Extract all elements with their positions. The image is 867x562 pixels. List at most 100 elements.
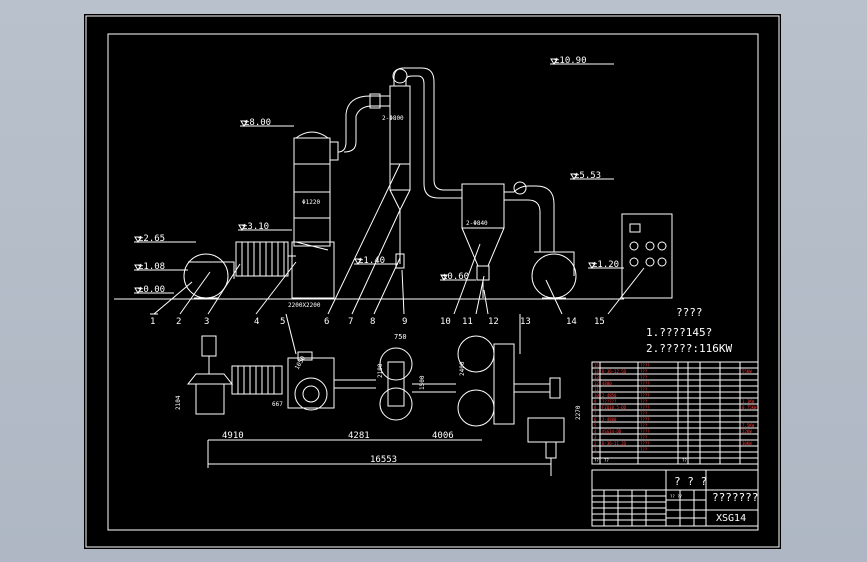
table-cell-name: ?????? (602, 399, 617, 404)
table-cell-code: ???? (640, 417, 650, 422)
callout-9: 9 (402, 317, 407, 327)
table-cell-code: ??? (640, 423, 648, 428)
callout-7: 7 (348, 317, 353, 327)
notes-line1: 1.????145? (646, 326, 712, 339)
table-cell-no: 7 (594, 411, 597, 416)
table-cell-power: 22KW (742, 429, 752, 434)
elev-1-40: ±1.40 (358, 256, 385, 266)
table-cell-no: 14 (594, 369, 599, 374)
elev-1-08: ±1.08 (138, 262, 165, 272)
duct-dryer-cyclone (337, 95, 390, 153)
table-cell-no: 9 (594, 399, 597, 404)
table-cell-no: 10 (594, 393, 599, 398)
table-cell-name: 2-4850 (602, 393, 617, 398)
drawing-sheet: ±10.90 ±8.00 ±5.53 ±3.10 ±2.65 ±1.40 ±1.… (84, 14, 781, 549)
table-header-qty: ?? (682, 458, 687, 463)
callout-14: 14 (566, 317, 577, 327)
elev-3-10: ±3.10 (242, 222, 269, 232)
callout-6: 6 (324, 317, 329, 327)
table-cell-code: ??? (640, 387, 648, 392)
table-cell-no: 13 (594, 375, 599, 380)
dim-750: 750 (394, 333, 407, 341)
drawing-number: XSG14 (716, 513, 746, 524)
inner-frame (107, 33, 759, 531)
dim-2100: 2100 (377, 363, 384, 378)
table-cell-name: 4800 (602, 381, 612, 386)
leader-lines (150, 163, 645, 355)
control-panel-icon (621, 213, 673, 299)
parts-table-grid (591, 361, 759, 465)
table-cell-power: 30KW (742, 441, 752, 446)
table-cell-name: B-36-12.5D (602, 369, 627, 374)
table-cell-no: 2 (594, 441, 597, 446)
dim-2270: 2270 (575, 405, 582, 420)
table-cell-code: ???? (640, 441, 650, 446)
dim-1050: 1050 (294, 355, 307, 371)
elevation-markers (134, 58, 624, 294)
dim-4910: 4910 (222, 431, 244, 441)
table-cell-code: ??? (640, 399, 648, 404)
table-cell-power: 0.75KW (742, 405, 757, 410)
elev-5-53: ±5.53 (574, 171, 601, 181)
cad-labels: ±10.90 ±8.00 ±5.53 ±3.10 ±2.65 ±1.40 ±1.… (138, 56, 758, 524)
callout-8: 8 (370, 317, 375, 327)
dim-1500: 1500 (419, 375, 426, 390)
table-cell-no: 11 (594, 387, 599, 392)
elev-0-00: ±0.00 (138, 285, 165, 295)
table-cell-no: 6 (594, 417, 597, 422)
scale-label: ?? ?? (670, 494, 683, 499)
elev-2-65: ±2.65 (138, 234, 165, 244)
dim-4006: 4006 (432, 431, 454, 441)
callout-5: 5 (280, 317, 285, 327)
elev-10-90: ±10.90 (554, 56, 587, 66)
elev-0-60: ±0.60 (442, 272, 469, 282)
callout-2: 2 (176, 317, 181, 327)
table-header-no: ?? (594, 458, 599, 463)
notes-line2: 2.?????:116KW (646, 342, 732, 355)
table-cell-no: 8 (594, 405, 597, 410)
cad-drawing (85, 15, 780, 548)
callout-12: 12 (488, 317, 499, 327)
table-cell-code: ??? (640, 411, 648, 416)
table-cell-power: 55KW (742, 369, 752, 374)
table-cell-no: 12 (594, 381, 599, 386)
table-cell-no: 15 (594, 363, 599, 368)
dim-d1220: Φ1220 (302, 199, 320, 206)
title-block-grid (591, 469, 759, 527)
table-cell-power: 7.5KW (742, 423, 755, 428)
table-cell-code: ??? (640, 447, 648, 452)
table-cell-name: 2-4800 (602, 417, 617, 422)
callout-4: 4 (254, 317, 259, 327)
table-cell-code: ??? (640, 375, 648, 380)
dim-2104: 2104 (175, 395, 182, 410)
dim-2400: 2400 (459, 361, 466, 376)
finned-heater (235, 241, 296, 277)
table-cell-code: ???? (640, 405, 650, 410)
table-cell-no: 3 (594, 435, 597, 440)
dryer-column (291, 131, 339, 299)
callout-15: 15 (594, 317, 605, 327)
table-cell-no: 1 (594, 447, 597, 452)
callout-3: 3 (204, 317, 209, 327)
table-cell-no: 5 (594, 423, 597, 428)
dim-4281: 4281 (348, 431, 370, 441)
dim-667: 667 (272, 401, 283, 408)
dim-2200: 2200X2200 (288, 302, 321, 309)
plan-view (186, 335, 565, 476)
table-cell-code: ???? (640, 381, 650, 386)
table-cell-name: B-36-11.2D (602, 441, 627, 446)
duct-filter-fan (504, 185, 555, 252)
callout-1: 1 (150, 317, 155, 327)
table-cell-code: ??? (640, 435, 648, 440)
title-label: ? ? ? (674, 475, 707, 488)
table-cell-code: ???? (640, 393, 650, 398)
dim-16553: 16553 (370, 455, 397, 465)
table-cell-code: ???? (640, 429, 650, 434)
table-header-name: ?? (604, 458, 609, 463)
table-cell-code: ??? (640, 369, 648, 374)
duct-cyclone-filter (393, 67, 462, 191)
callout-10: 10 (440, 317, 451, 327)
table-cell-name: XSG14-DD (602, 429, 622, 434)
elev-1-20: ±1.20 (592, 260, 619, 270)
